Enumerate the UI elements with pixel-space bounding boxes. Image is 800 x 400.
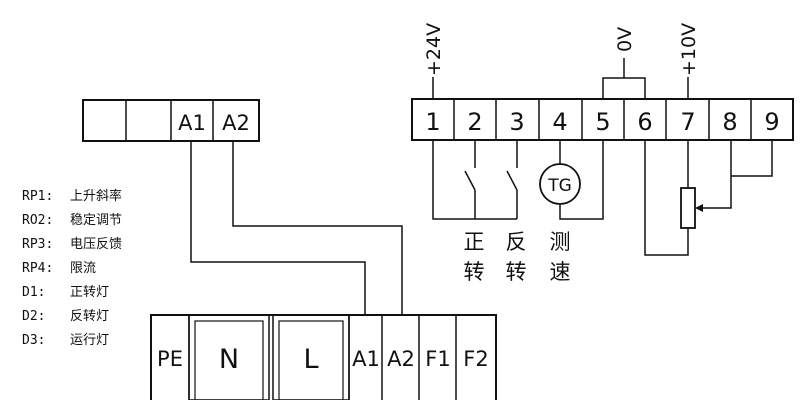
terminal-1-label: 1 — [425, 108, 440, 136]
top-left-a1-label: A1 — [178, 111, 206, 135]
speed-caption-2: 速 — [550, 260, 571, 284]
bottom-f2-label: F2 — [463, 347, 488, 371]
terminal-8-label: 8 — [722, 108, 737, 136]
reverse-caption-1: 反 — [506, 230, 527, 254]
terminal-6-label: 6 — [637, 108, 652, 136]
legend-value-1: 稳定调节 — [70, 212, 122, 228]
speed-caption-1: 测 — [550, 230, 571, 254]
legend-key-1: RO2: — [22, 213, 53, 228]
zero-v-label: 0V — [614, 27, 636, 52]
top-left-a2-label: A2 — [222, 111, 250, 135]
legend-key-4: D1: — [22, 285, 45, 300]
forward-switch-contact — [464, 170, 476, 191]
bottom-block-frame — [150, 314, 497, 400]
legend: RP1: 上升斜率 RO2: 稳定调节 RP3: 电压反馈 RP4: 限流 D1… — [22, 188, 122, 348]
bottom-pe-label: PE — [157, 347, 183, 371]
terminal-7-label: 7 — [680, 108, 695, 136]
forward-caption-2: 转 — [464, 260, 485, 284]
bottom-n-label: N — [219, 344, 239, 375]
bottom-a2-label: A2 — [387, 347, 415, 371]
legend-key-2: RP3: — [22, 237, 53, 252]
legend-value-2: 电压反馈 — [70, 237, 122, 252]
legend-key-6: D3: — [22, 333, 45, 348]
forward-caption-1: 正 — [464, 230, 485, 254]
potentiometer-icon — [680, 187, 696, 229]
terminal-9-label: 9 — [764, 108, 779, 136]
tg-label: TG — [547, 176, 572, 196]
legend-key-0: RP1: — [22, 189, 53, 204]
bottom-a1-label: A1 — [352, 347, 380, 371]
legend-key-3: RP4: — [22, 261, 53, 276]
top-left-terminal-block: A1 A2 — [82, 99, 260, 142]
control-wiring: TG — [432, 140, 773, 256]
legend-key-5: D2: — [22, 309, 45, 324]
zero-v-bracket — [602, 77, 646, 99]
legend-value-6: 运行灯 — [70, 333, 109, 348]
terminal-2-label: 2 — [467, 108, 482, 136]
top-right-terminal-block: 1 2 3 4 5 6 7 8 9 — [411, 98, 794, 141]
bottom-f1-label: F1 — [425, 347, 450, 371]
legend-value-0: 上升斜率 — [70, 188, 122, 204]
reverse-caption-2: 转 — [506, 260, 527, 284]
a1-wire — [190, 141, 366, 315]
legend-value-5: 反转灯 — [70, 309, 109, 324]
terminal-3-label: 3 — [509, 108, 524, 136]
legend-value-3: 限流 — [70, 261, 96, 276]
wiper-arrow-icon — [695, 204, 703, 212]
bottom-l-label: L — [303, 344, 318, 375]
a2-wire — [232, 141, 403, 315]
terminal-4-label: 4 — [552, 108, 567, 136]
legend-value-4: 正转灯 — [70, 285, 109, 300]
bottom-terminal-block: PE N L A1 A2 F1 F2 — [150, 314, 497, 400]
reverse-switch-contact — [506, 170, 518, 191]
plus24v-label: +24V — [423, 23, 445, 76]
terminal-5-label: 5 — [595, 108, 610, 136]
plus10v-label: +10V — [678, 23, 700, 76]
